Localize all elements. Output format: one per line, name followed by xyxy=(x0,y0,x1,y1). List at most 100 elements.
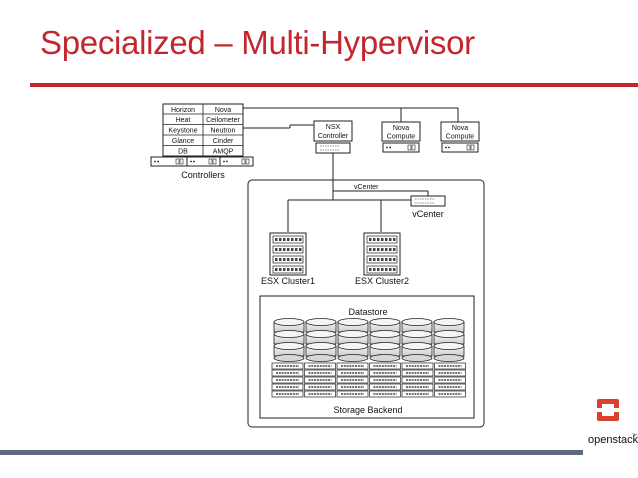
drive-bay xyxy=(369,248,372,251)
openstack-logo-trademark: ™ xyxy=(632,433,637,439)
nsx-label-line2: Controller xyxy=(318,133,349,140)
drive-bay xyxy=(295,268,298,271)
drive-bay xyxy=(369,258,372,261)
drive-bay xyxy=(393,268,396,271)
disk-top xyxy=(273,342,305,350)
drive-bay xyxy=(373,268,376,271)
drive-bay xyxy=(381,258,384,261)
service-cinder: Cinder xyxy=(213,138,234,145)
drive-bay xyxy=(275,258,278,261)
drive-bay xyxy=(275,248,278,251)
drive-bay xyxy=(381,268,384,271)
nova-compute-1: Nova Compute xyxy=(381,121,421,153)
drive-bay xyxy=(287,268,290,271)
drive-bay xyxy=(393,238,396,241)
drive-bay xyxy=(299,268,302,271)
disk-top xyxy=(273,330,305,338)
drive-bay xyxy=(385,268,388,271)
drive-bay xyxy=(369,238,372,241)
openstack-logo-text: openstack xyxy=(588,434,638,446)
drive-bay xyxy=(283,258,286,261)
disk-bottom xyxy=(433,354,465,362)
server-icon xyxy=(219,156,254,167)
drive-bay xyxy=(283,238,286,241)
drive-bay xyxy=(283,268,286,271)
drive-bay xyxy=(381,238,384,241)
drive-bay xyxy=(287,238,290,241)
disk-top xyxy=(369,330,401,338)
disk-top xyxy=(305,330,337,338)
service-heat: Heat xyxy=(176,117,191,124)
drive-bay xyxy=(389,238,392,241)
drive-bay xyxy=(299,258,302,261)
drive-bay xyxy=(377,248,380,251)
nova-compute-1-line1: Nova xyxy=(393,125,409,132)
server-icon xyxy=(150,156,188,167)
connection-lines xyxy=(243,107,459,232)
drive-bay xyxy=(373,248,376,251)
disk-bottom xyxy=(305,354,337,362)
drive-bay xyxy=(389,248,392,251)
storage-backend-label: Storage Backend xyxy=(333,405,402,415)
disk-top xyxy=(433,330,465,338)
drive-bay xyxy=(279,268,282,271)
drive-bay xyxy=(389,268,392,271)
switch-icon xyxy=(315,142,351,154)
disk-top xyxy=(305,342,337,350)
server-icon xyxy=(186,156,221,167)
disk-bottom xyxy=(273,354,305,362)
nova-compute-2: Nova Compute xyxy=(440,121,480,153)
slide-title: Specialized – Multi-Hypervisor xyxy=(40,24,475,61)
service-ceilometer: Ceilometer xyxy=(206,117,241,124)
drive-bay xyxy=(385,238,388,241)
disk-top xyxy=(401,318,433,326)
drive-bay xyxy=(389,258,392,261)
drive-bay xyxy=(377,268,380,271)
drive-bay xyxy=(385,248,388,251)
drive-bay xyxy=(287,258,290,261)
drive-bay xyxy=(279,258,282,261)
server-icon xyxy=(441,142,479,153)
openstack-logo-icon xyxy=(596,399,620,421)
disk-top xyxy=(337,318,369,326)
disk-top xyxy=(337,330,369,338)
drive-bay xyxy=(275,268,278,271)
drive-bay xyxy=(373,238,376,241)
service-horizon: Horizon xyxy=(171,107,195,114)
drive-bay xyxy=(295,258,298,261)
controllers-table: Horizon Nova Heat Ceilometer Keystone Ne… xyxy=(162,103,244,157)
drive-bay xyxy=(295,238,298,241)
drive-bay xyxy=(393,248,396,251)
drive-bay xyxy=(279,248,282,251)
esx-cluster1-rack xyxy=(269,232,307,276)
vcenter-switch-icon xyxy=(410,195,446,207)
drive-bay xyxy=(377,258,380,261)
nova-compute-2-line2: Compute xyxy=(446,134,475,141)
disk-top xyxy=(369,318,401,326)
disk-top xyxy=(305,318,337,326)
datastore-box: Datastore Storage Backend xyxy=(259,295,475,419)
disk-bottom xyxy=(401,354,433,362)
nova-compute-1-line2: Compute xyxy=(387,134,416,141)
esx-cluster2-label: ESX Cluster2 xyxy=(355,276,409,286)
service-amqp: AMQP xyxy=(213,149,234,156)
disk-top xyxy=(369,342,401,350)
disk-top xyxy=(401,342,433,350)
service-glance: Glance xyxy=(172,138,194,145)
footer-bar xyxy=(0,450,583,455)
controller-servers: Controllers xyxy=(150,156,254,180)
nova-compute-2-line1: Nova xyxy=(452,125,468,132)
drive-bay xyxy=(291,238,294,241)
service-keystone: Keystone xyxy=(168,128,197,135)
drive-bay xyxy=(287,248,290,251)
vcenter-container: vCenter vCenter ESX Cluster1 ESX Cluster… xyxy=(247,179,485,428)
disk-top xyxy=(433,342,465,350)
disk-bottom xyxy=(337,354,369,362)
drive-bay xyxy=(393,258,396,261)
esx-cluster2-rack xyxy=(363,232,401,276)
nsx-label-line1: NSX xyxy=(326,124,341,131)
drive-bay xyxy=(373,258,376,261)
title-underline xyxy=(30,83,638,87)
server-icon xyxy=(382,142,420,153)
